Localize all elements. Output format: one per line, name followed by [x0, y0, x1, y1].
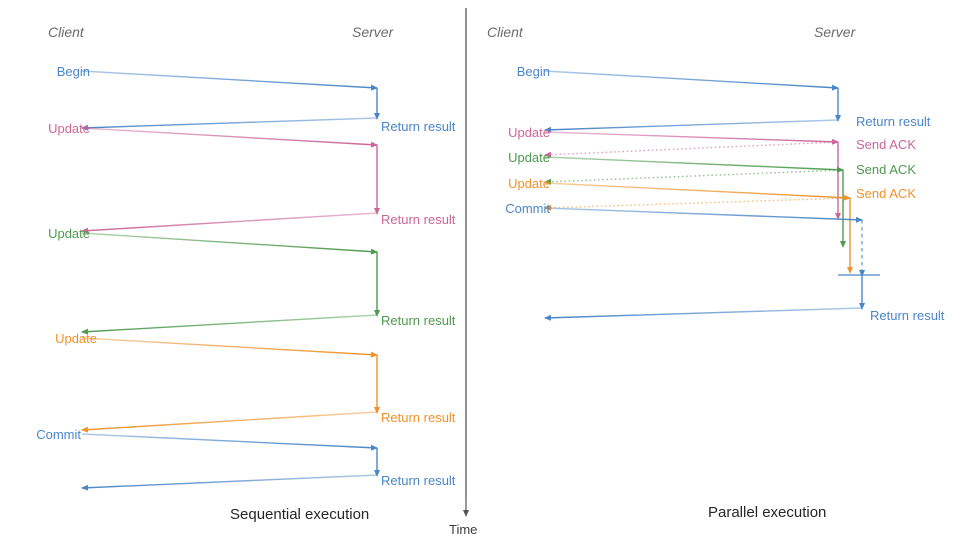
message-label-sequential-7: Return result [381, 410, 456, 425]
message-label-parallel-6: Update [508, 176, 550, 191]
message-label-sequential-9: Return result [381, 473, 456, 488]
message-arrow-sequential-3 [81, 212, 378, 234]
message-label-sequential-2: Update [48, 121, 90, 136]
message-arrow-parallel-1 [544, 119, 839, 133]
message-label-parallel-8: Commit [505, 201, 550, 216]
message-arrow-parallel-4 [544, 156, 844, 173]
time-axis-label: Time [449, 522, 478, 537]
message-label-parallel-1: Return result [856, 114, 931, 129]
panel-caption-parallel: Parallel execution [708, 504, 827, 521]
message-label-sequential-1: Return result [381, 119, 456, 134]
message-label-parallel-5: Send ACK [856, 162, 916, 177]
message-arrows [81, 70, 863, 491]
message-arrow-sequential-4 [81, 232, 378, 255]
message-label-parallel-3: Send ACK [856, 137, 916, 152]
message-arrow-sequential-6 [81, 337, 378, 358]
message-label-sequential-3: Return result [381, 212, 456, 227]
message-label-sequential-6: Update [55, 331, 97, 346]
panel-caption-sequential: Sequential execution [230, 506, 370, 523]
message-label-parallel-2: Update [508, 125, 550, 140]
message-arrow-sequential-2 [81, 127, 378, 148]
message-arrow-sequential-9 [81, 474, 378, 491]
message-arrow-parallel-6 [544, 182, 851, 201]
message-arrow-sequential-0 [81, 70, 378, 91]
message-arrow-sequential-7 [81, 411, 378, 433]
message-arrow-parallel-7 [544, 197, 851, 211]
message-arrow-sequential-1 [81, 117, 378, 131]
message-label-parallel-4: Update [508, 150, 550, 165]
message-arrow-parallel-0 [544, 70, 839, 91]
message-label-sequential-0: Begin [56, 64, 90, 79]
message-label-sequential-4: Update [48, 226, 90, 241]
message-label-parallel-9: Return result [870, 308, 945, 323]
message-arrow-sequential-8 [81, 433, 378, 451]
message-arrow-parallel-2 [544, 131, 839, 145]
message-arrow-parallel-5 [544, 169, 844, 185]
message-label-parallel-7: Send ACK [856, 186, 916, 201]
client-header-sequential: Client [48, 24, 84, 40]
client-header-parallel: Client [487, 24, 523, 40]
message-arrow-parallel-8 [544, 207, 863, 223]
server-activation-bars [374, 88, 880, 477]
server-header-sequential: Server [352, 24, 394, 40]
message-arrow-parallel-3 [544, 141, 839, 158]
message-label-parallel-0: Begin [516, 64, 550, 79]
message-label-sequential-5: Return result [381, 313, 456, 328]
message-arrow-sequential-5 [81, 314, 378, 335]
server-header-parallel: Server [814, 24, 856, 40]
message-arrow-parallel-9 [544, 307, 863, 321]
message-label-sequential-8: Commit [36, 427, 81, 442]
